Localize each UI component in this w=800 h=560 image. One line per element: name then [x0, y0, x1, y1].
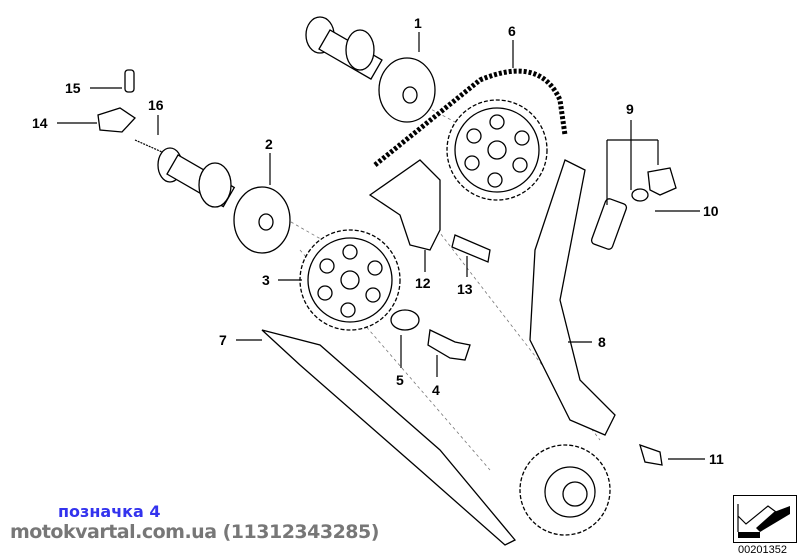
- watermark-site: motokvartal.com.ua (11312343285): [10, 521, 379, 543]
- callout-1: 1: [414, 15, 422, 31]
- tensioner-rail: [261, 329, 517, 546]
- callout-15: 15: [65, 80, 81, 96]
- callout-10: 10: [703, 203, 719, 219]
- pin-small: [124, 69, 135, 93]
- guide-rail: [529, 159, 616, 436]
- chain-guide: [368, 159, 441, 251]
- washer: [390, 309, 420, 331]
- camshaft-exhaust: [305, 16, 436, 123]
- callout-14: 14: [32, 115, 48, 131]
- rocker: [97, 107, 136, 133]
- leader-lines: [57, 32, 705, 460]
- callout-6: 6: [508, 23, 516, 39]
- callout-4: 4: [432, 382, 440, 398]
- sprocket-exhaust: [446, 99, 548, 201]
- callout-3: 3: [262, 272, 270, 288]
- sprocket-intake: [299, 229, 401, 331]
- callout-5: 5: [396, 372, 404, 388]
- pin: [639, 443, 663, 466]
- callout-12: 12: [415, 275, 431, 291]
- callout-13: 13: [457, 281, 473, 297]
- crankshaft-gear: [519, 444, 611, 536]
- reference-icon-box: [733, 495, 797, 543]
- watermark-label: позначка 4: [58, 502, 161, 521]
- bolt-guide: [451, 234, 491, 263]
- diagram-reference-icon: [737, 504, 790, 538]
- callout-7: 7: [219, 332, 227, 348]
- reference-number: 00201352: [738, 544, 787, 556]
- camshaft-intake: [157, 147, 291, 254]
- callout-2: 2: [265, 136, 273, 152]
- callout-9: 9: [626, 101, 634, 117]
- spring: [134, 139, 163, 153]
- bolt: [427, 329, 471, 361]
- assembly-lines: [269, 89, 601, 471]
- timing-chain: [373, 68, 568, 167]
- chain-tensioner: [590, 167, 677, 250]
- callout-8: 8: [598, 334, 606, 350]
- callout-11: 11: [709, 451, 724, 467]
- callout-16: 16: [148, 97, 164, 113]
